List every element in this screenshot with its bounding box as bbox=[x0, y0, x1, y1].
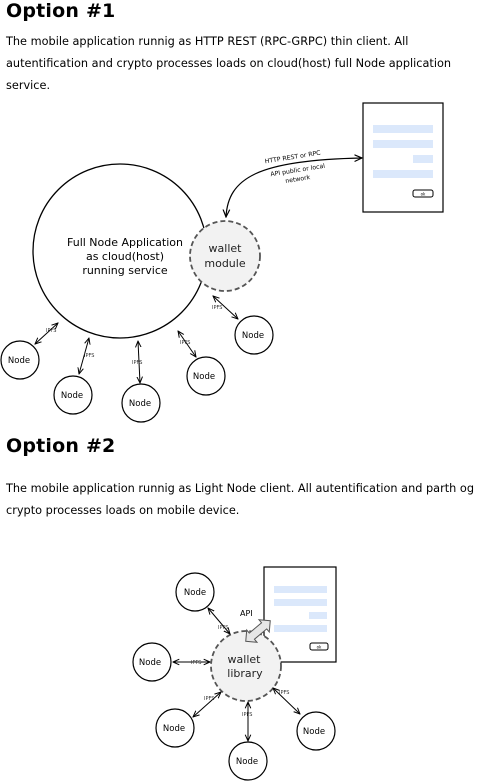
node-label: Node bbox=[184, 588, 206, 598]
api-label: API bbox=[240, 609, 253, 618]
ipfs-label: IPFS bbox=[279, 690, 289, 696]
wallet-library-circle bbox=[210, 630, 282, 702]
ipfs-link bbox=[138, 341, 140, 383]
node-label: Node bbox=[61, 391, 83, 401]
ipfs-label: IPFS bbox=[218, 625, 228, 631]
node-circle bbox=[0, 340, 40, 380]
node-circle bbox=[186, 356, 226, 396]
phone-ok-button[interactable] bbox=[412, 189, 434, 198]
wallet-module-label-1: wallet bbox=[209, 242, 243, 255]
option2-heading: Option #2 bbox=[6, 435, 116, 457]
phone-bar bbox=[373, 125, 433, 133]
ipfs-link bbox=[178, 331, 196, 357]
node-label: Node bbox=[242, 331, 264, 341]
wallet-module-circle bbox=[189, 220, 261, 292]
phone-ok-label: ok bbox=[317, 645, 322, 650]
node-circle bbox=[121, 383, 161, 423]
phone-mockup: ok bbox=[263, 566, 337, 663]
ipfs-label: IPFS bbox=[191, 660, 201, 666]
node-circle bbox=[155, 708, 195, 748]
full-node-label-1: Full Node Application bbox=[67, 236, 183, 249]
phone-mockup: ok bbox=[362, 102, 444, 213]
ipfs-label: IPFS bbox=[204, 696, 214, 702]
ipfs-label: IPFS bbox=[132, 360, 142, 366]
node-circle bbox=[132, 642, 172, 682]
wallet-module-label-2: module bbox=[204, 257, 245, 270]
ipfs-label: IPFS bbox=[180, 340, 190, 346]
api-label-bottom-2: network bbox=[285, 174, 311, 185]
ipfs-link bbox=[273, 688, 300, 714]
phone-bar bbox=[309, 612, 327, 619]
ipfs-label: IPFS bbox=[212, 305, 222, 311]
node-label: Node bbox=[163, 724, 185, 734]
phone-bar bbox=[373, 140, 433, 148]
node-circle bbox=[175, 572, 215, 612]
ipfs-label: IPFS bbox=[46, 328, 56, 334]
full-node-label-3: running service bbox=[82, 264, 168, 277]
api-connection-arrow bbox=[226, 158, 362, 217]
option2-description: The mobile application runnig as Light N… bbox=[6, 482, 475, 517]
ipfs-link bbox=[35, 323, 58, 344]
ipfs-link bbox=[79, 338, 89, 374]
node-label: Node bbox=[236, 757, 258, 767]
option2-diagram: ok wallet library API IPFS IPFS IPFS IPF… bbox=[132, 566, 337, 781]
phone-bar bbox=[373, 170, 433, 178]
phone-bar bbox=[274, 599, 327, 606]
node-circle bbox=[53, 375, 93, 415]
node-label: Node bbox=[139, 658, 161, 668]
phone-ok-button[interactable] bbox=[309, 642, 329, 651]
node-label: Node bbox=[129, 399, 151, 409]
wallet-library-label-2: library bbox=[227, 667, 263, 680]
wallet-library-label-1: wallet bbox=[228, 653, 262, 666]
ipfs-label: IPFS bbox=[242, 712, 252, 718]
phone-bar bbox=[413, 155, 433, 163]
option1-heading: Option #1 bbox=[6, 0, 116, 22]
node-label: Node bbox=[303, 727, 325, 737]
node-label: Node bbox=[193, 372, 215, 382]
ipfs-label: IPFS bbox=[84, 353, 94, 359]
option1-description: The mobile application runnig as HTTP RE… bbox=[6, 35, 452, 92]
phone-bar bbox=[274, 586, 327, 593]
api-double-arrow bbox=[245, 619, 271, 643]
ipfs-link bbox=[208, 608, 230, 634]
ipfs-link bbox=[213, 296, 238, 319]
node-label: Node bbox=[8, 356, 30, 366]
node-circle bbox=[296, 711, 336, 751]
node-circle bbox=[234, 315, 274, 355]
ipfs-link bbox=[193, 692, 221, 717]
phone-bar bbox=[274, 625, 327, 632]
option1-diagram: ok HTTP REST or RPC API public or local … bbox=[0, 102, 444, 423]
node-circle bbox=[228, 741, 268, 781]
full-node-label-2: as cloud(host) bbox=[86, 250, 164, 263]
phone-ok-label: ok bbox=[421, 192, 426, 197]
